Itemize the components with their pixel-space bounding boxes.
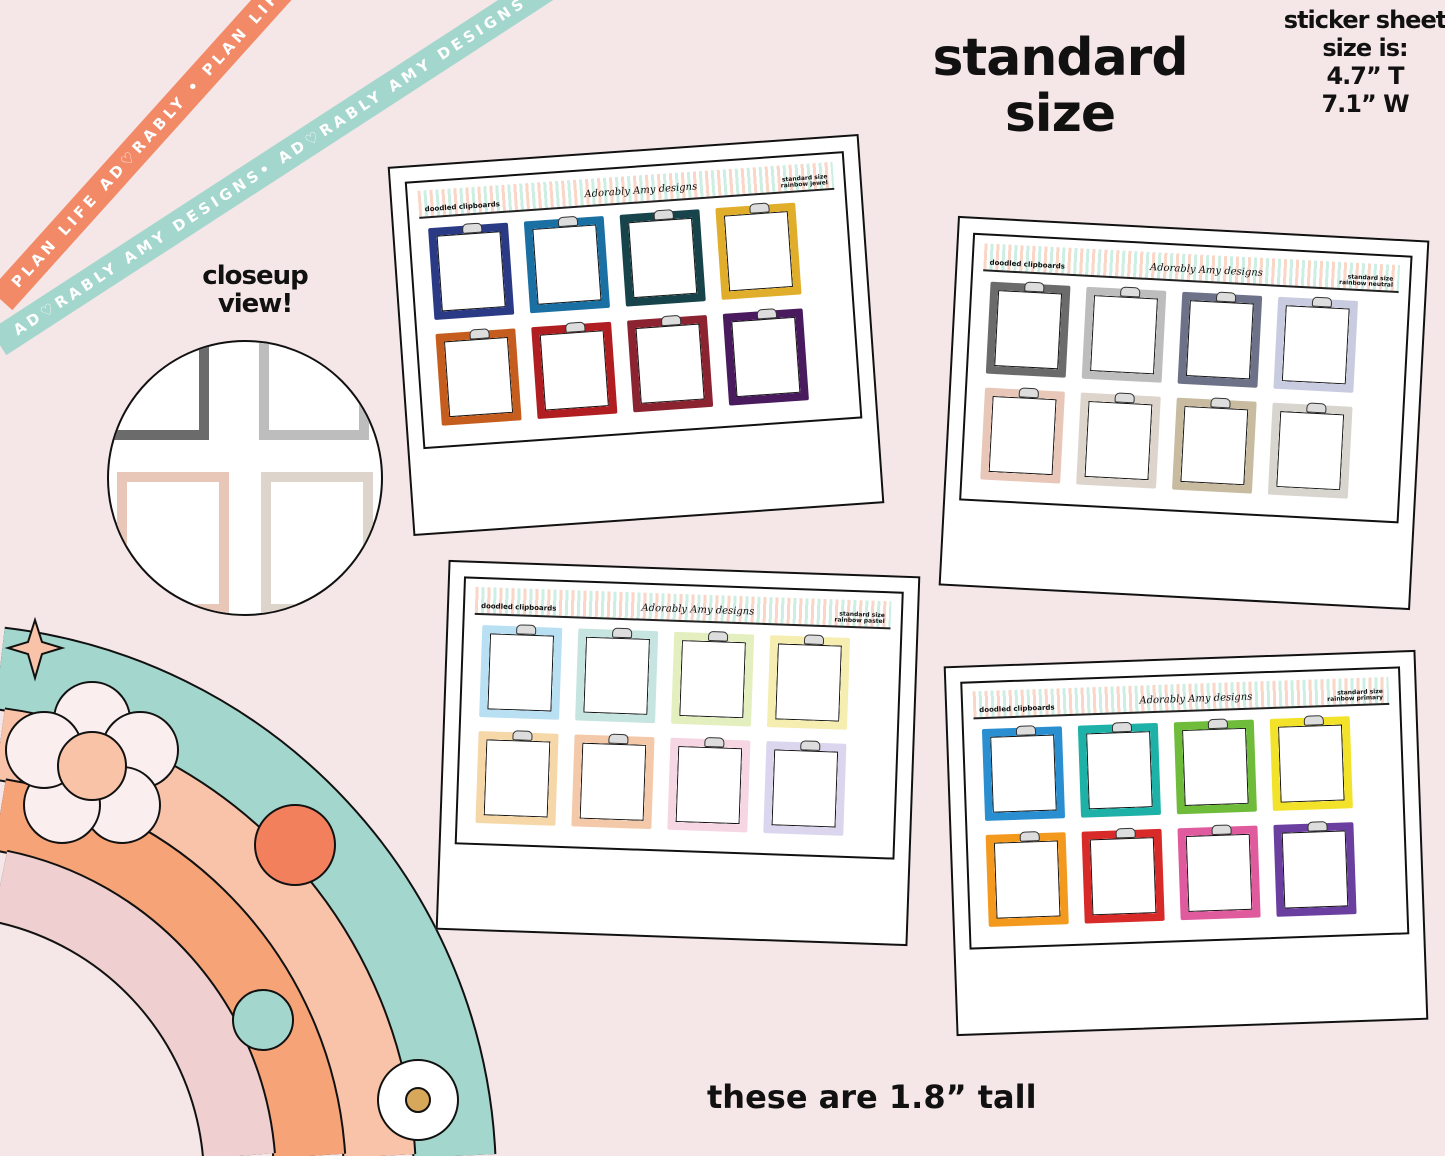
closeup-circle	[107, 340, 383, 616]
clipboard-sticker	[531, 321, 618, 420]
clipboard-sticker	[763, 741, 847, 836]
clipboard-sticker	[1173, 719, 1257, 815]
sheet-body: doodled clipboards Adorably Amy designs …	[959, 232, 1413, 524]
clipboard-sticker	[985, 281, 1071, 378]
clipboard-sticker	[671, 631, 755, 727]
sticker-sheet-rainbow-neutral: doodled clipboards Adorably Amy designs …	[938, 215, 1430, 611]
sheet-label: doodled clipboards	[979, 703, 1055, 715]
clipboard-sticker	[766, 635, 851, 730]
sheet-variant: rainbow neutral	[1338, 278, 1394, 289]
sheet-variant: rainbow pastel	[834, 616, 885, 626]
clipboard-sticker	[667, 737, 751, 833]
closeup-clipboard-cream	[261, 472, 373, 614]
sticker-sheet-rainbow-primary: doodled clipboards Adorably Amy designs …	[943, 649, 1429, 1037]
clipboard-sticker	[1081, 828, 1165, 924]
footer-note: these are 1.8” tall	[707, 1078, 1037, 1116]
sheet-variant: rainbow primary	[1327, 694, 1384, 703]
sheet-header: doodled clipboards Adorably Amy designs …	[474, 586, 892, 630]
brand-logo: Adorably Amy designs	[641, 602, 755, 618]
sheet-size-height: 4.7” T	[1326, 62, 1404, 90]
closeup-line1: closeup	[202, 261, 308, 291]
clipboard-sticker	[1177, 825, 1261, 921]
headline-line1: standard	[932, 28, 1188, 88]
sheet-label: doodled clipboards	[989, 258, 1066, 271]
clipboard-sticker	[1171, 397, 1257, 494]
sheet-body: doodled clipboards Adorably Amy designs …	[960, 666, 1410, 950]
closeup-clipboard-blush	[117, 472, 229, 614]
clipboard-sticker	[428, 222, 515, 321]
sticker-sheet-rainbow-pastel: doodled clipboards Adorably Amy designs …	[435, 559, 921, 947]
rainbow-illustration	[0, 616, 497, 1156]
sticker-sheet-rainbow-jewel: doodled clipboards Adorably Amy designs …	[387, 133, 885, 537]
closeup-clipboard-gray	[109, 342, 209, 440]
sheet-header: doodled clipboards Adorably Amy designs …	[972, 676, 1390, 720]
clipboard-sticker	[1269, 716, 1353, 811]
sheet-size-line2: size is:	[1322, 34, 1408, 62]
clipboard-sticker	[479, 625, 563, 720]
clipboard-sticker	[1077, 722, 1162, 818]
sheet-label: doodled clipboards	[424, 200, 501, 214]
clipboard-sticker	[1081, 286, 1167, 383]
clipboard-sticker	[1177, 291, 1263, 388]
brand-logo: Adorably Amy designs	[1149, 262, 1264, 279]
brand-logo: Adorably Amy designs	[584, 181, 698, 201]
clipboard-sticker	[619, 209, 706, 307]
clipboard-sticker	[626, 315, 714, 413]
clipboard-sticker	[1273, 296, 1359, 393]
sheet-size-line1: sticker sheet	[1283, 6, 1445, 34]
clipboard-sticker	[1273, 822, 1357, 917]
clipboard-sticker	[715, 202, 802, 300]
flower-icon	[232, 989, 294, 1051]
clipboard-sticker	[722, 308, 809, 406]
sheet-body: doodled clipboards Adorably Amy designs …	[454, 576, 904, 860]
clipboard-sticker	[435, 328, 522, 426]
sheet-body: doodled clipboards Adorably Amy designs …	[404, 151, 863, 450]
clipboard-sticker	[1076, 392, 1161, 489]
sheet-label: doodled clipboards	[480, 602, 557, 613]
sheet-size-width: 7.1” W	[1321, 90, 1409, 118]
headline-line2: size	[1004, 84, 1116, 144]
flower-icon	[254, 804, 336, 886]
clipboard-grid	[980, 281, 1359, 499]
clipboard-sticker	[985, 832, 1069, 927]
closeup-clipboard-light-gray	[259, 342, 369, 440]
closeup-line2: view!	[217, 289, 293, 319]
clipboard-sticker	[571, 734, 655, 830]
rainbow-band-pink	[0, 851, 274, 1156]
clipboard-grid	[428, 202, 809, 426]
clipboard-sticker	[575, 628, 659, 724]
clipboard-sticker	[981, 726, 1066, 821]
daisy-icon	[377, 1059, 459, 1141]
clipboard-sticker	[980, 387, 1065, 484]
clipboard-sticker	[523, 215, 611, 314]
brand-logo: Adorably Amy designs	[1139, 691, 1253, 707]
smiley-flower-icon	[5, 681, 179, 844]
clipboard-sticker	[1267, 402, 1353, 499]
clipboard-grid	[475, 625, 851, 836]
clipboard-grid	[981, 716, 1357, 927]
sparkle-icon	[4, 616, 66, 682]
clipboard-sticker	[475, 731, 559, 826]
